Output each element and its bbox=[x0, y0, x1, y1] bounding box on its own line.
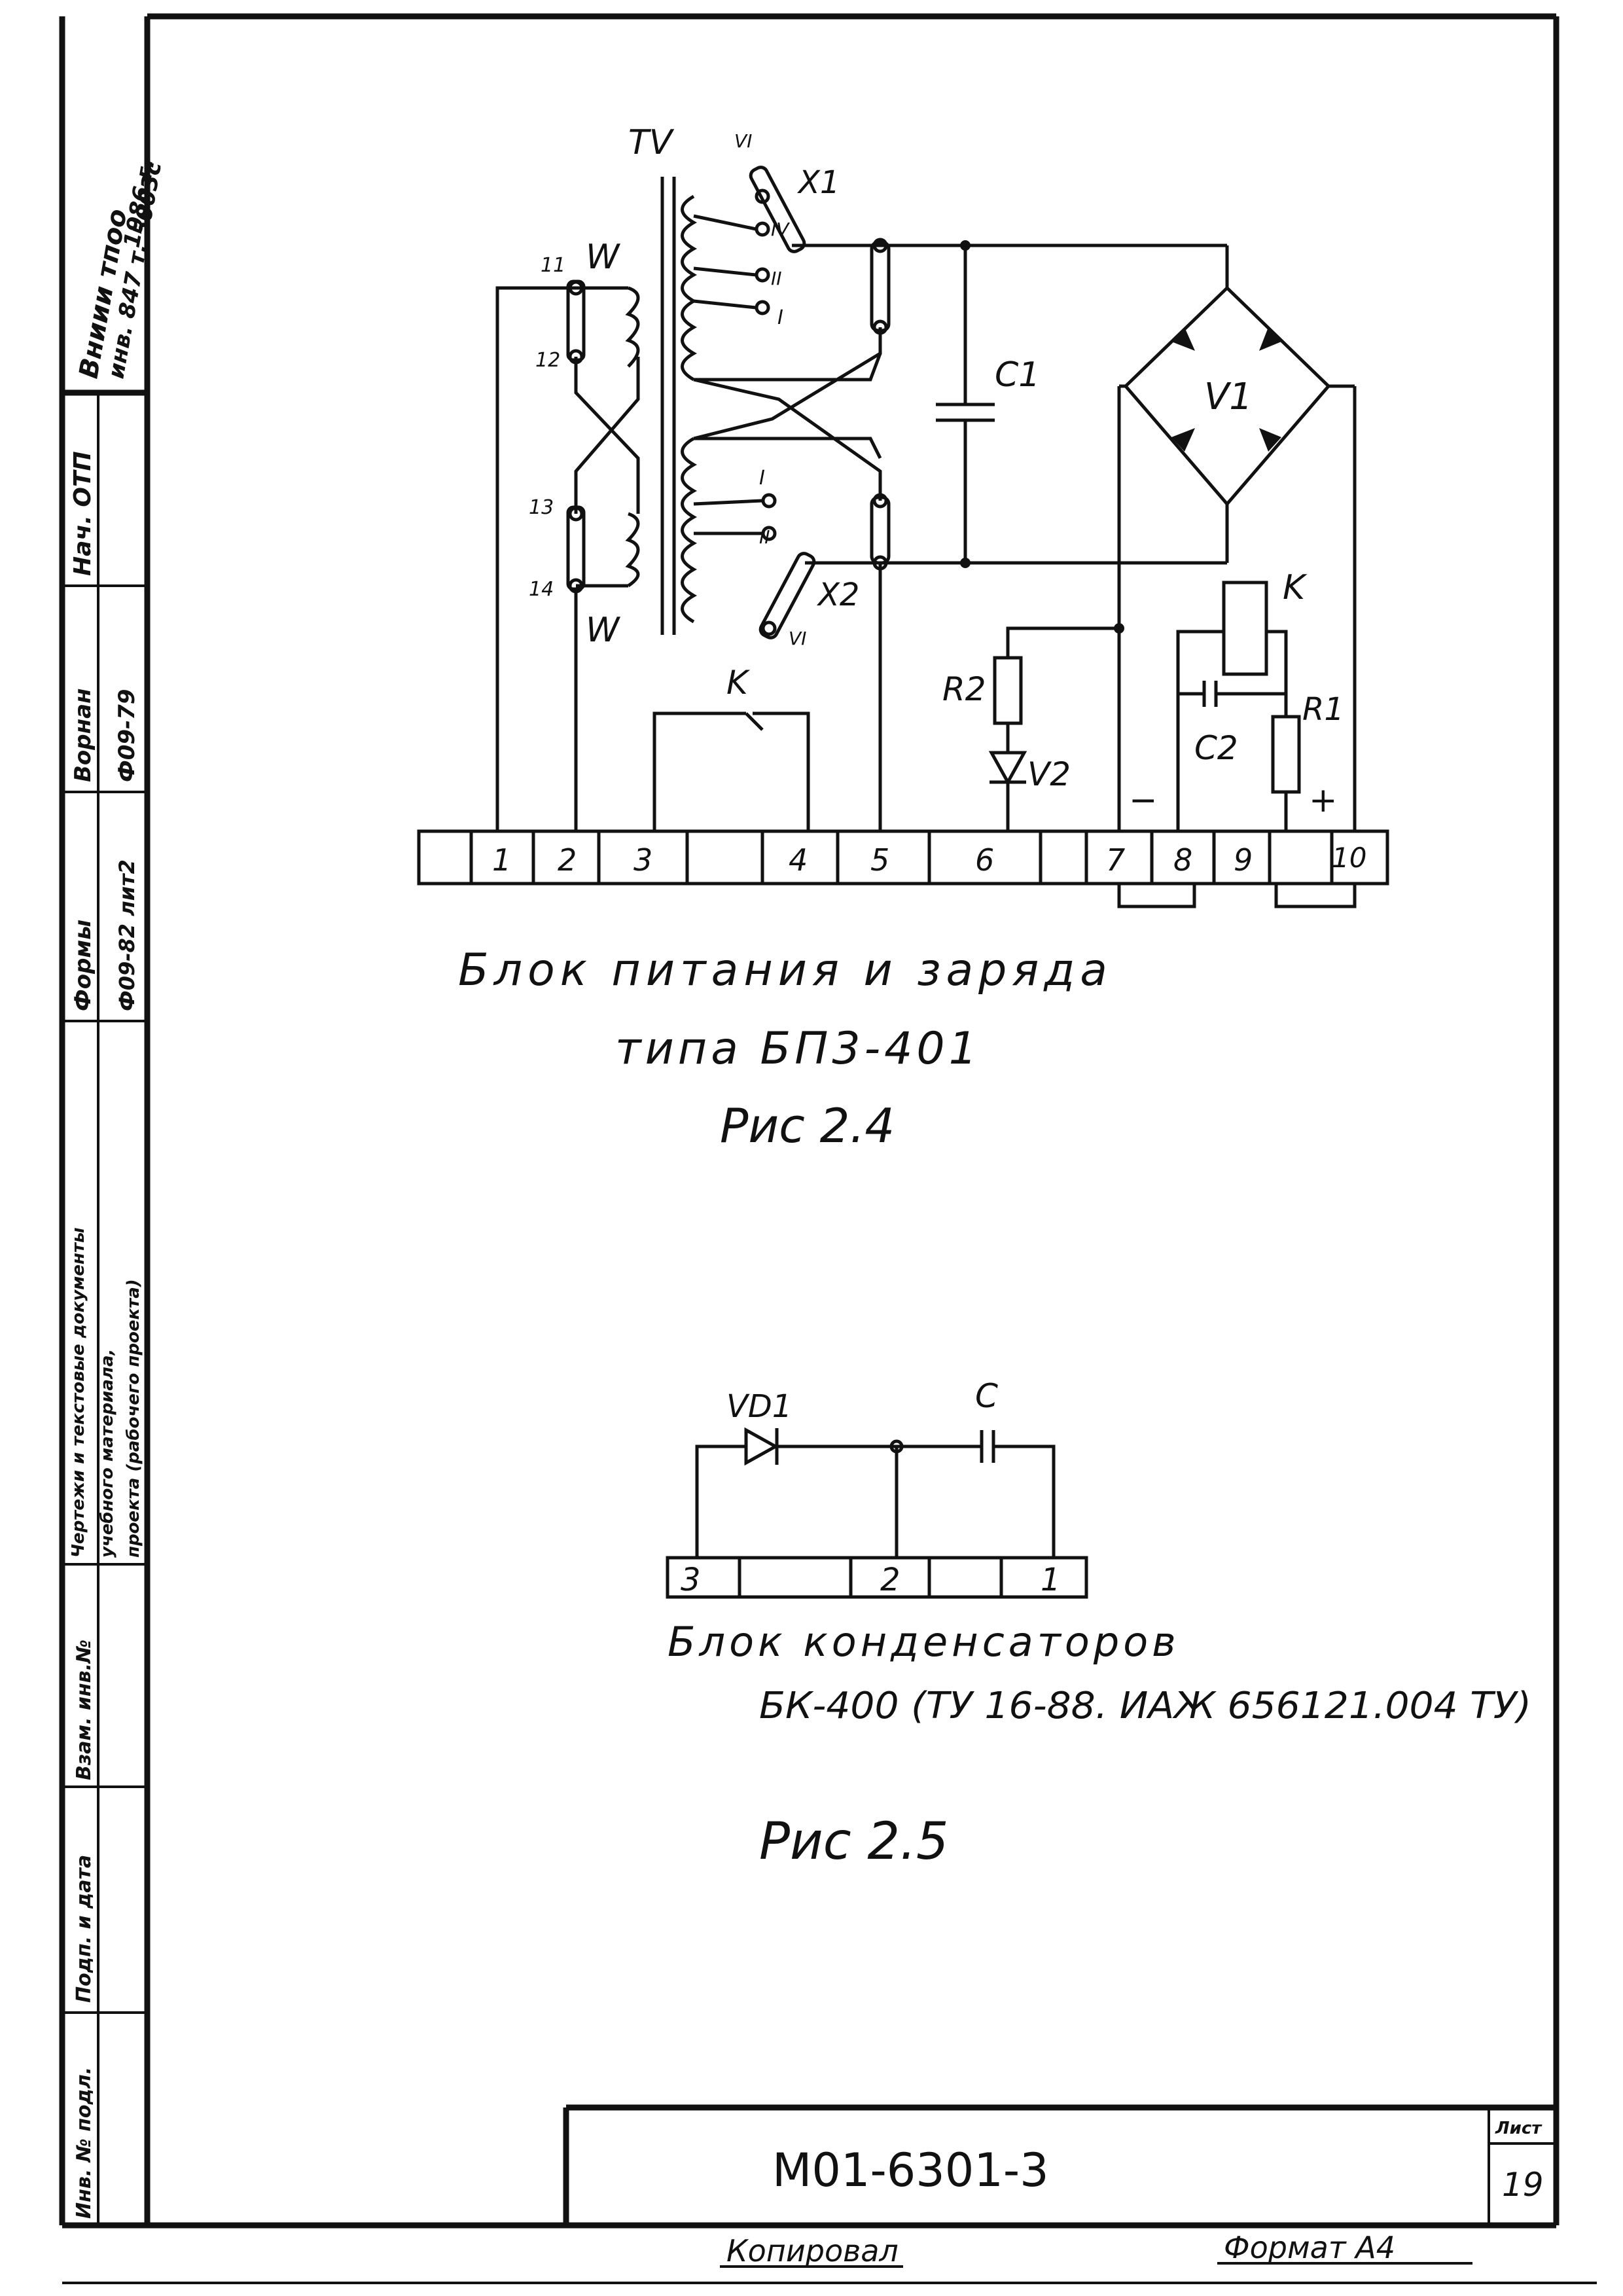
relay-k-branch bbox=[1176, 581, 1301, 831]
tap-i-top: I bbox=[777, 306, 783, 329]
pin-12: 12 bbox=[535, 349, 560, 372]
stamp-f09-82: Ф09-82 лит2 bbox=[115, 859, 139, 1011]
contact-k-label: K bbox=[726, 664, 751, 702]
capacitor-c2-label: C2 bbox=[1194, 729, 1238, 767]
polarity-plus: + bbox=[1309, 781, 1338, 820]
tap-vi-top: VI bbox=[734, 130, 752, 152]
terminal-bk-3: 3 bbox=[681, 1562, 701, 1598]
stamp-formy: Формы bbox=[70, 920, 96, 1011]
diode-bridge-label: V1 bbox=[1204, 376, 1253, 418]
tap-iv-top: IV bbox=[771, 219, 790, 240]
fig24-caption-2: типа БП3-401 bbox=[615, 1023, 981, 1075]
diode-bridge-v1 bbox=[1117, 245, 1357, 831]
terminal-bk-2: 2 bbox=[880, 1562, 901, 1598]
sheet-frame bbox=[62, 13, 1597, 2284]
fig24-caption-3: Рис 2.4 bbox=[720, 1098, 895, 1153]
terminal-10: 10 bbox=[1332, 842, 1366, 874]
winding-w1-label: W bbox=[586, 238, 621, 277]
document-code: М01-6301-3 bbox=[772, 2144, 1049, 2197]
terminal-6: 6 bbox=[975, 842, 994, 878]
sheet-number: 19 bbox=[1502, 2166, 1544, 2204]
diode-vd1-label: VD1 bbox=[726, 1388, 792, 1425]
terminal-8: 8 bbox=[1173, 842, 1192, 878]
r2-v2-branch bbox=[988, 623, 1124, 831]
stamp-inv-podl: Инв. № подл. bbox=[73, 2067, 96, 2219]
pin-13: 13 bbox=[529, 496, 554, 519]
tap-ii-bottom: II bbox=[759, 526, 770, 548]
tap-ii-top: II bbox=[771, 268, 782, 289]
stamp-nach-otp: Нач. ОТП bbox=[69, 451, 96, 576]
stamp-study: учебного материала, bbox=[98, 1349, 117, 1558]
polarity-minus: − bbox=[1129, 781, 1158, 820]
terminal-1: 1 bbox=[492, 842, 511, 878]
terminal-4: 4 bbox=[789, 842, 808, 878]
capacitor-c-label: C bbox=[975, 1377, 998, 1415]
stamp-vorman: Ворнан bbox=[70, 688, 96, 782]
figure-2-4-schematic: 1 2 3 4 5 6 7 8 9 10 11 12 13 14 bbox=[417, 123, 1389, 908]
stamp-f09-79: Ф09-79 bbox=[114, 689, 140, 782]
stamp-vzam-inv: Взам. инв.№ bbox=[73, 1640, 96, 1780]
footer-format: Формат А4 bbox=[1224, 2230, 1395, 2265]
pin-11: 11 bbox=[541, 254, 565, 277]
transformer-label: TV bbox=[628, 123, 675, 162]
terminal-2: 2 bbox=[558, 842, 577, 878]
switch-x1-label: X1 bbox=[796, 164, 840, 201]
switch-x2-label: X2 bbox=[816, 577, 859, 613]
tap-vi-bottom: VI bbox=[789, 628, 806, 649]
stamp-podp-data: Подп. и дата bbox=[73, 1855, 96, 2003]
figure-2-5-schematic bbox=[666, 1427, 1088, 1599]
fig25-caption-1: Блок конденсаторов bbox=[668, 1618, 1180, 1666]
tap-i-bottom: I bbox=[759, 467, 765, 490]
capacitor-c1-label: C1 bbox=[995, 355, 1040, 395]
fig24-caption-1: Блок питания и заряда bbox=[458, 944, 1113, 996]
terminal-9: 9 bbox=[1234, 842, 1253, 878]
resistor-r2-label: R2 bbox=[942, 670, 986, 708]
secondary-winding-lower bbox=[681, 437, 882, 639]
fig25-caption-2: БК-400 (ТУ 16-88. ИАЖ 656121.004 ТУ) bbox=[759, 1685, 1531, 1727]
terminal-3: 3 bbox=[633, 842, 652, 878]
secondary-winding-upper bbox=[681, 166, 882, 382]
left-sidebar: Вниии тпоо инв. 847 т. 5003с 1986 г. Нач… bbox=[59, 16, 167, 2225]
winding-w1-label-2: W bbox=[586, 611, 621, 650]
contact-k bbox=[652, 711, 810, 831]
footer-copied: Копировал bbox=[726, 2233, 899, 2269]
terminal-7: 7 bbox=[1106, 842, 1125, 878]
capacitor-c1 bbox=[936, 240, 995, 568]
title-block bbox=[563, 2104, 1556, 2225]
resistor-r1-label: R1 bbox=[1302, 691, 1344, 728]
terminal-5: 5 bbox=[870, 842, 889, 878]
fig25-caption-3: Рис 2.5 bbox=[759, 1812, 948, 1871]
relay-k-label: K bbox=[1283, 568, 1308, 607]
stamp-project: проекта (рабочего проекта) bbox=[124, 1279, 143, 1558]
sheet-label: Лист bbox=[1495, 2119, 1543, 2138]
transformer-core bbox=[660, 177, 676, 635]
primary-winding bbox=[495, 279, 640, 831]
terminal-bk-1: 1 bbox=[1041, 1562, 1061, 1598]
terminal-strip-1 bbox=[417, 829, 1389, 908]
pin-14: 14 bbox=[529, 578, 554, 601]
stamp-drawings: Чертежи и текстовые документы bbox=[69, 1227, 88, 1558]
diode-v2-label: V2 bbox=[1027, 755, 1071, 793]
